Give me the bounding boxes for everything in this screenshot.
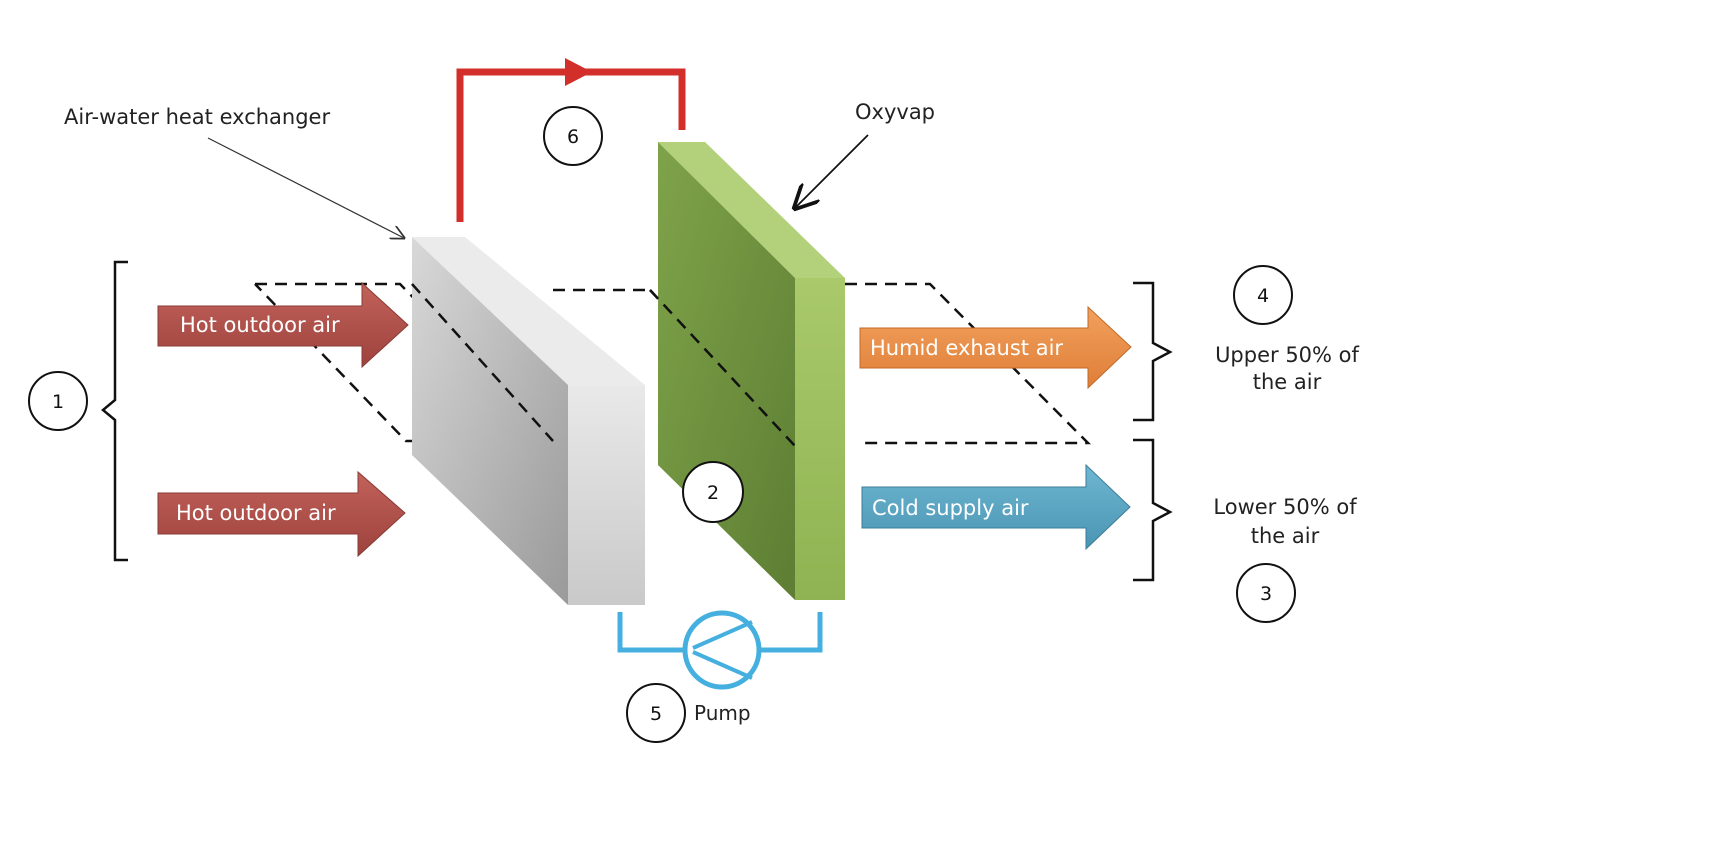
svg-text:5: 5 xyxy=(650,703,662,725)
humid-exhaust-label: Humid exhaust air xyxy=(870,336,1063,360)
hot-air-label-top: Hot outdoor air xyxy=(180,313,340,337)
pump-loop xyxy=(617,610,823,690)
svg-text:2: 2 xyxy=(707,482,719,504)
flow-arrow-icon xyxy=(565,58,592,86)
oxyvap-pointer xyxy=(795,134,869,208)
lower-half-label-line1: Lower 50% of xyxy=(1213,495,1357,519)
marker-4: 4 xyxy=(1233,265,1293,325)
hot-air-arrow-top: Hot outdoor air xyxy=(157,281,409,369)
svg-text:6: 6 xyxy=(567,126,579,148)
oxyvap-label: Oxyvap xyxy=(855,100,935,124)
svg-text:1: 1 xyxy=(52,391,64,413)
water-loop-red xyxy=(456,58,686,222)
cold-supply-arrow: Cold supply air xyxy=(861,463,1131,551)
svg-text:3: 3 xyxy=(1260,583,1272,605)
hot-air-label-bottom: Hot outdoor air xyxy=(176,501,336,525)
marker-3: 3 xyxy=(1236,563,1296,623)
brace-upper xyxy=(1133,281,1173,422)
marker-2: 2 xyxy=(682,461,744,523)
humid-exhaust-arrow: Humid exhaust air xyxy=(859,305,1132,390)
brace-left xyxy=(101,260,128,562)
marker-6: 6 xyxy=(543,106,603,166)
lower-half-label-line2: the air xyxy=(1251,524,1320,548)
upper-half-label-line1: Upper 50% of xyxy=(1215,343,1359,367)
brace-lower xyxy=(1133,438,1173,582)
oxyvap-block xyxy=(658,142,845,600)
hot-air-arrow-bottom: Hot outdoor air xyxy=(157,470,406,558)
svg-text:4: 4 xyxy=(1257,285,1269,307)
marker-5: 5 xyxy=(626,683,686,743)
heat-exchanger-label: Air-water heat exchanger xyxy=(64,105,330,129)
heat-exchanger-pointer xyxy=(207,137,404,238)
heat-exchanger-block xyxy=(412,237,645,605)
upper-half-label-line2: the air xyxy=(1253,370,1322,394)
pump-label: Pump xyxy=(694,701,751,725)
split-plane-overlay xyxy=(411,283,796,447)
cold-supply-label: Cold supply air xyxy=(872,496,1029,520)
pump-icon xyxy=(682,610,762,690)
marker-1: 1 xyxy=(28,371,88,431)
